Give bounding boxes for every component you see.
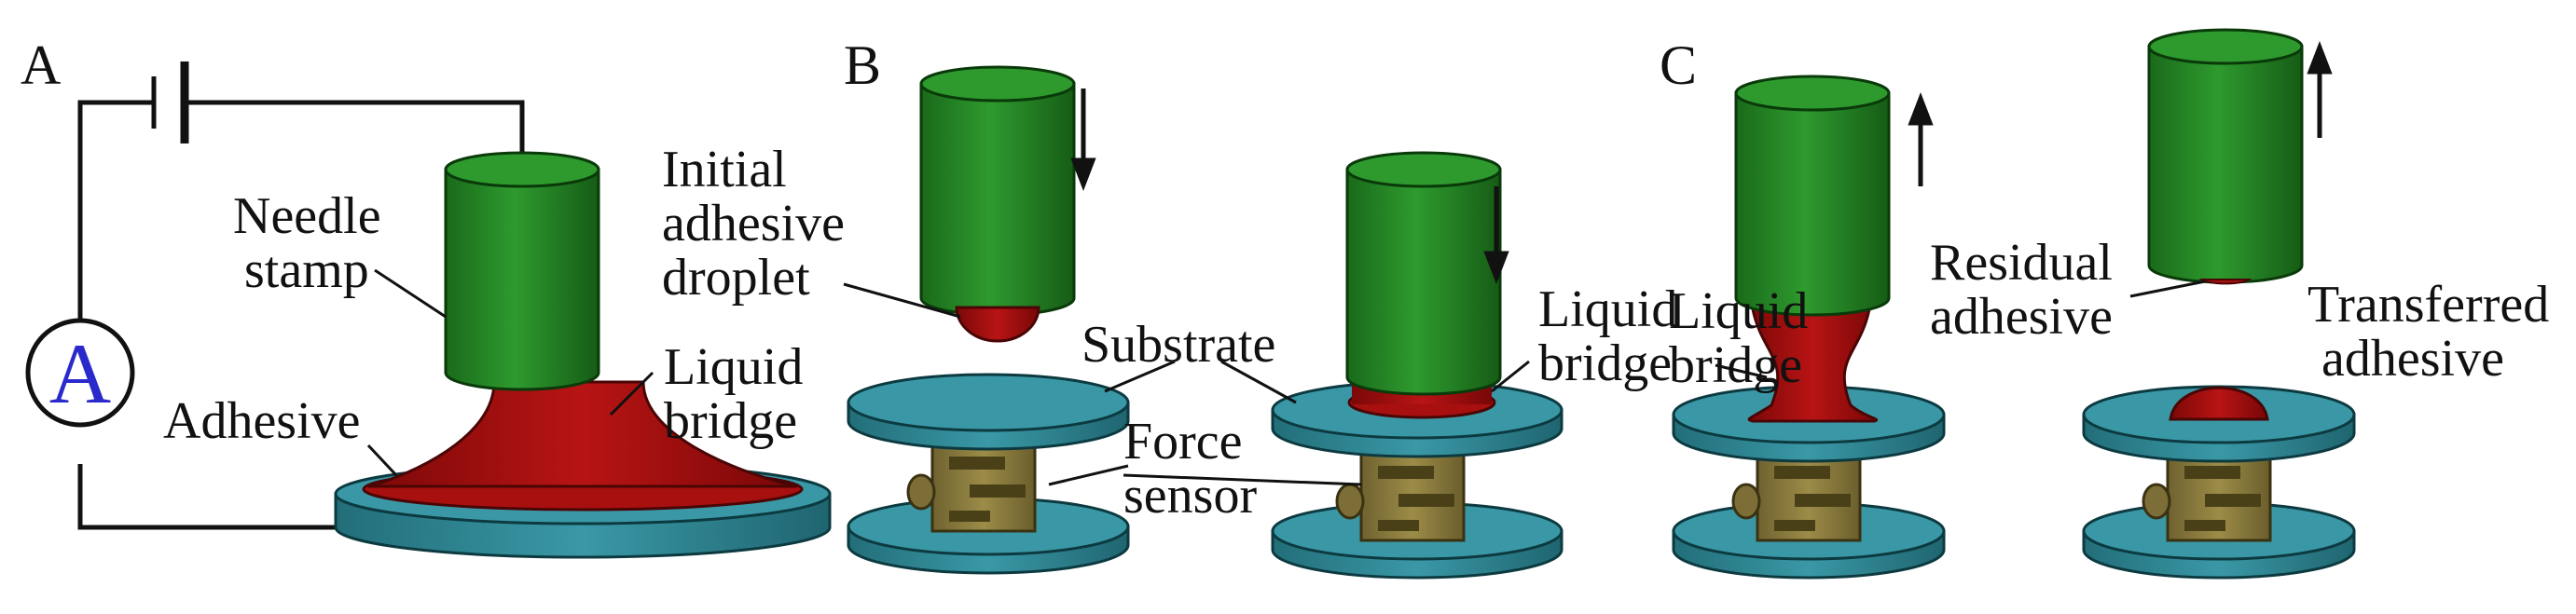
- force-sensor-b2: [1335, 445, 1466, 542]
- label-needle-stamp-line1: Needle: [233, 187, 381, 245]
- liquid-bridge-c: [1747, 307, 1878, 423]
- label-liquid-bridge-a-line2: bridge: [664, 392, 797, 450]
- leader-lines-c: [1715, 280, 2206, 379]
- up-arrow-icon: [1908, 92, 1934, 186]
- up-arrow-icon: [2307, 41, 2333, 138]
- label-substrate: Substrate: [1081, 316, 1275, 374]
- label-residual-line2: adhesive: [1930, 288, 2113, 346]
- needle-stamp-b1: [919, 65, 1076, 317]
- transferred-adhesive-drop: [2169, 386, 2269, 421]
- label-transferred-line1: Transferred: [2307, 276, 2549, 334]
- label-residual-line1: Residual: [1930, 234, 2113, 292]
- label-needle-stamp-line2: stamp: [244, 241, 369, 299]
- label-adhesive: Adhesive: [163, 392, 361, 450]
- substrate-stack-b1: [847, 373, 1130, 575]
- liquid-bridge-a: [367, 380, 798, 488]
- panel-label-c: C: [1660, 34, 1697, 96]
- label-force-sensor-line2: sensor: [1123, 467, 1257, 525]
- label-liquid-bridge-c-line1: Liquid: [1669, 282, 1808, 340]
- label-initial-droplet-line2: adhesive: [662, 195, 845, 252]
- needle-stamp-a: [444, 151, 600, 391]
- label-liquid-bridge-a-line1: Liquid: [664, 338, 803, 396]
- panel-label-a: A: [21, 34, 61, 96]
- label-force-sensor-line1: Force: [1123, 413, 1243, 471]
- label-liquid-bridge-c-line2: bridge: [1669, 336, 1802, 394]
- circuit-wires: [77, 61, 525, 530]
- force-sensor-b1: [906, 436, 1037, 533]
- ammeter-icon: A: [25, 318, 135, 428]
- needle-stamp-c1: [1734, 75, 1891, 317]
- initial-adhesive-droplet: [955, 306, 1040, 343]
- down-arrow-icon: [1070, 89, 1096, 191]
- ammeter-symbol: A: [49, 326, 111, 421]
- label-initial-droplet-line3: droplet: [662, 249, 810, 307]
- down-arrow-icon: [1483, 186, 1509, 284]
- label-liquid-bridge-b-line1: Liquid: [1538, 280, 1677, 338]
- needle-stamp-b2: [1345, 151, 1502, 396]
- force-sensor-c1: [1731, 445, 1862, 542]
- residual-adhesive: [2198, 279, 2252, 285]
- force-sensor-c2: [2142, 445, 2272, 542]
- leader-lines-a: [366, 268, 654, 477]
- needle-stamp-c2: [2147, 28, 2304, 284]
- label-transferred-line2: adhesive: [2321, 330, 2504, 388]
- panel-label-b: B: [844, 34, 881, 96]
- label-initial-droplet-line1: Initial: [662, 141, 787, 198]
- label-liquid-bridge-b-line2: bridge: [1538, 334, 1672, 392]
- substrate-stack-c2: [2082, 385, 2356, 580]
- leader-lines-b: [843, 282, 1530, 486]
